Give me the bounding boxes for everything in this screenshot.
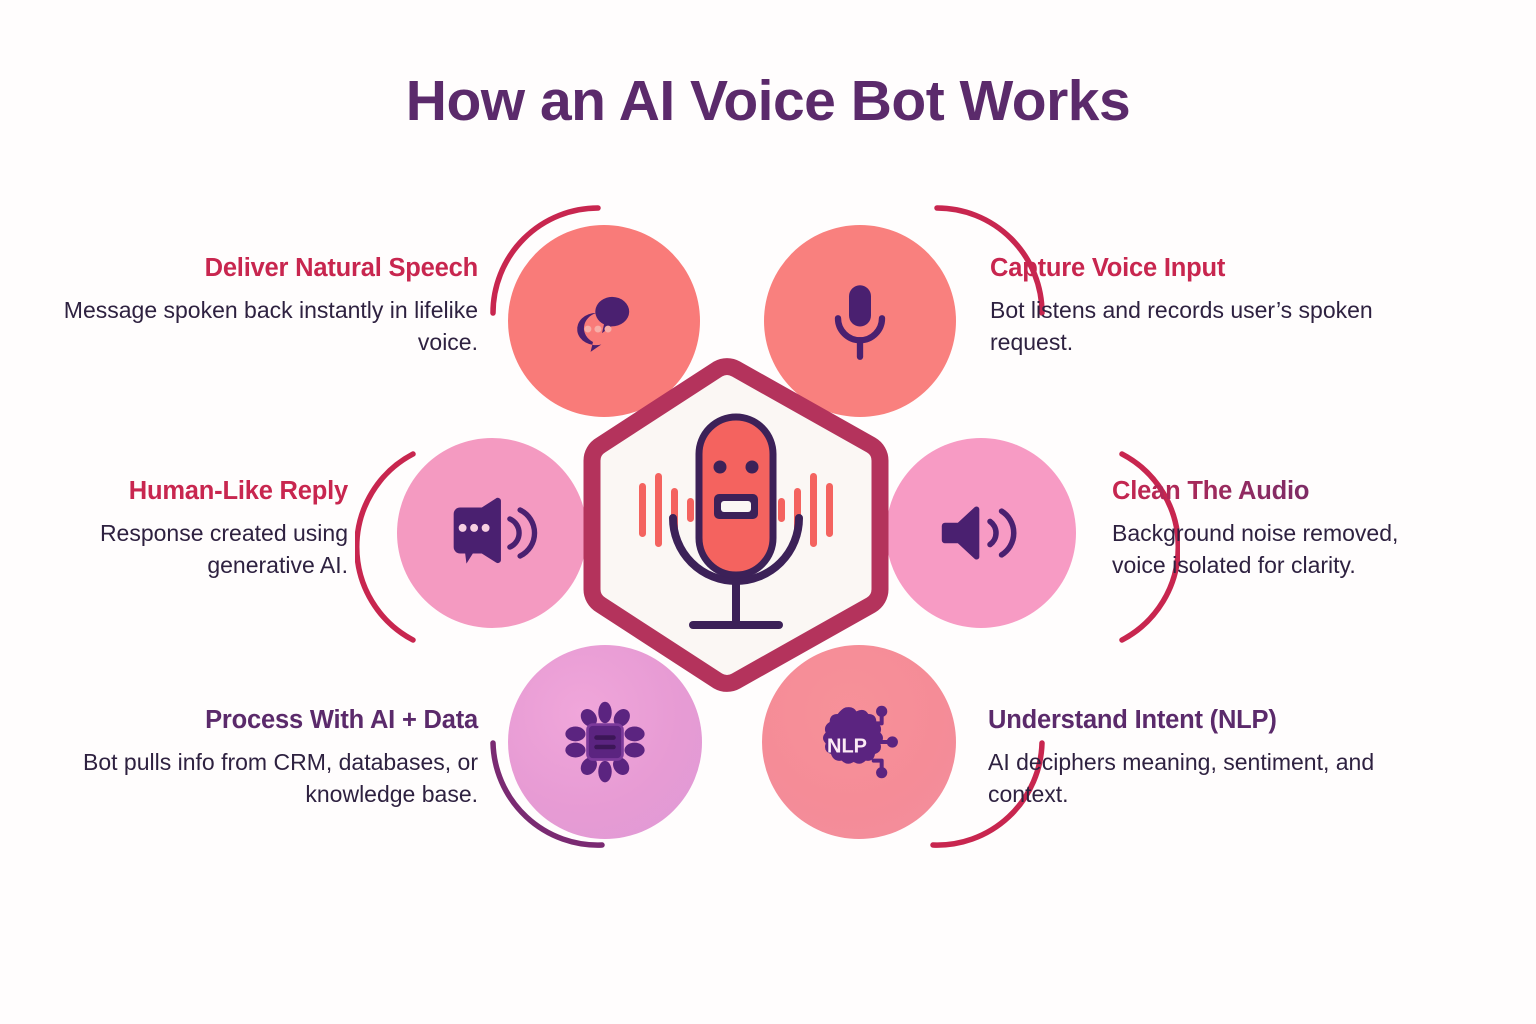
label-deliver-natural-speech: Deliver Natural Speech Message spoken ba…	[60, 253, 478, 359]
label-description: Background noise removed, voice isolated…	[1112, 519, 1399, 579]
label-heading: Deliver Natural Speech	[204, 254, 479, 282]
speaker-volume-icon	[937, 497, 1025, 569]
page-title: How an AI Voice Bot Works	[405, 69, 1131, 133]
node-capture-voice-input[interactable]	[764, 225, 956, 417]
label-heading: Understand Intent (NLP)	[988, 706, 1277, 734]
nlp-icon-text: NLP	[827, 736, 867, 758]
label-understand-intent-nlp: Understand Intent (NLP) AI deciphers mea…	[988, 705, 1418, 811]
label-heading: Capture Voice Input	[990, 254, 1226, 282]
label-description: Response created using generative AI.	[99, 519, 348, 579]
label-process-with-ai-data: Process With AI + Data Bot pulls info fr…	[60, 705, 478, 811]
speech-bubble-speaker-icon	[446, 495, 538, 571]
label-heading: Human-Like Reply	[128, 477, 348, 505]
robot-microphone-icon	[639, 413, 833, 629]
nlp-chip-icon: NLP	[811, 699, 907, 785]
node-clean-the-audio[interactable]	[886, 438, 1076, 628]
label-heading: Process With AI + Data	[205, 706, 478, 734]
label-human-like-reply: Human-Like Reply Response created using …	[58, 476, 348, 582]
chat-bubbles-icon	[561, 278, 647, 364]
label-description: Message spoken back instantly in lifelik…	[63, 296, 478, 356]
microphone-icon	[820, 277, 900, 365]
label-description: Bot pulls info from CRM, databases, or k…	[83, 748, 478, 808]
label-description: AI deciphers meaning, sentiment, and con…	[988, 748, 1375, 808]
label-description: Bot listens and records user’s spoken re…	[990, 296, 1373, 356]
cpu-chip-icon	[562, 699, 648, 785]
node-human-like-reply[interactable]	[397, 438, 587, 628]
node-process-with-ai-data[interactable]	[508, 645, 702, 839]
node-understand-intent-nlp[interactable]: NLP	[762, 645, 956, 839]
center-hexagon[interactable]	[561, 355, 911, 695]
label-clean-the-audio: Clean The Audio Background noise removed…	[1112, 476, 1442, 582]
node-deliver-natural-speech[interactable]	[508, 225, 700, 417]
label-capture-voice-input: Capture Voice Input Bot listens and reco…	[990, 253, 1410, 359]
label-heading: Clean The Audio	[1112, 476, 1442, 507]
